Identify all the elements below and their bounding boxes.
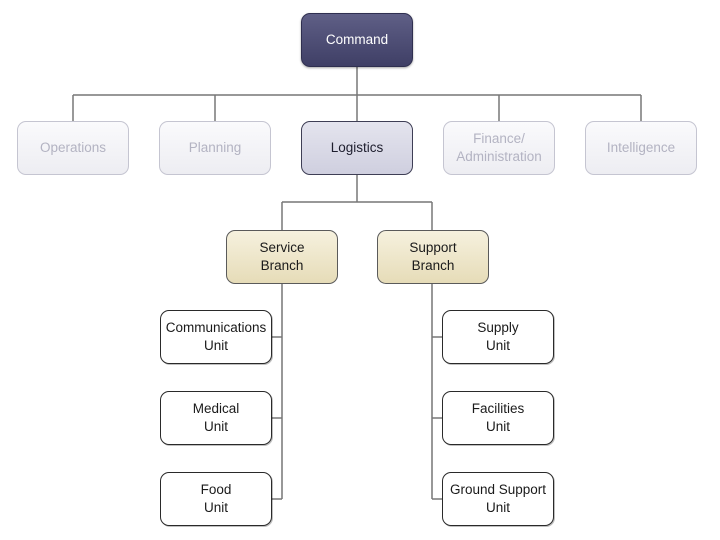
node-planning-label: Planning [188, 140, 242, 156]
node-command-label: Command [325, 32, 389, 48]
node-logistics: Logistics [301, 121, 413, 175]
node-medical-unit: Medical Unit [160, 391, 272, 445]
node-communications-unit-label: Communications Unit [165, 320, 267, 353]
node-communications-unit: Communications Unit [160, 310, 272, 364]
node-command: Command [301, 13, 413, 67]
node-food-unit: Food Unit [160, 472, 272, 526]
node-operations: Operations [17, 121, 129, 175]
node-service-branch-label: Service Branch [259, 240, 305, 273]
node-supply-unit-label: Supply Unit [477, 320, 519, 353]
node-intelligence: Intelligence [585, 121, 697, 175]
node-service-branch: Service Branch [226, 230, 338, 284]
node-facilities-unit: Facilities Unit [442, 391, 554, 445]
node-food-unit-label: Food Unit [200, 482, 232, 515]
node-finance-administration: Finance/ Administration [443, 121, 555, 175]
node-intelligence-label: Intelligence [606, 140, 676, 156]
node-operations-label: Operations [39, 140, 107, 156]
node-ground-support-unit: Ground Support Unit [442, 472, 554, 526]
node-medical-unit-label: Medical Unit [192, 401, 240, 434]
node-support-branch: Support Branch [377, 230, 489, 284]
node-support-branch-label: Support Branch [409, 240, 457, 273]
node-facilities-unit-label: Facilities Unit [471, 401, 525, 434]
node-ground-support-unit-label: Ground Support Unit [449, 482, 547, 515]
node-supply-unit: Supply Unit [442, 310, 554, 364]
node-finance-administration-label: Finance/ Administration [456, 131, 542, 164]
node-planning: Planning [159, 121, 271, 175]
node-logistics-label: Logistics [330, 140, 384, 156]
